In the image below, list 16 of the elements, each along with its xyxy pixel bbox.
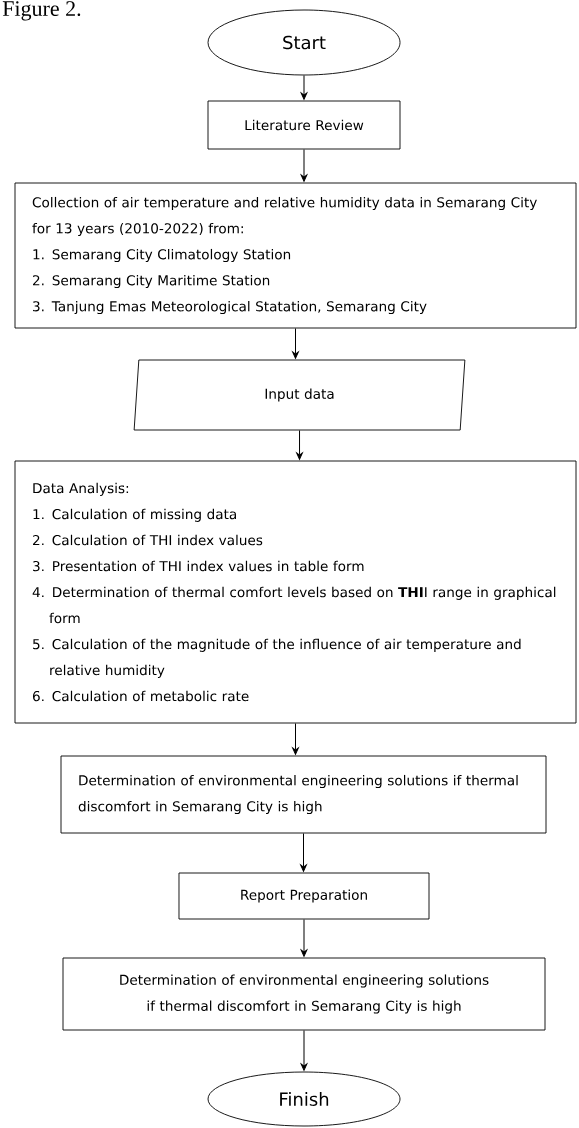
arrow bbox=[300, 148, 308, 182]
process-box: Collection of air temperature and relative humidity data in Semarang City for 13 years (2010-2022) from: 1. Semarang City Climatology Station 2. Semarang City Maritime Station 3. Tanjung Emas Meteorological Statation, Semarang City bbox=[14, 182, 577, 329]
input-parallelogram: Input data bbox=[133, 359, 466, 431]
process-box: Literature Review bbox=[207, 100, 401, 150]
arrow bbox=[300, 1029, 308, 1071]
arrow bbox=[296, 429, 303, 460]
arrow bbox=[300, 74, 308, 100]
process-box: Determination of environmental engineering solutions if thermal discomfort in Semarang City is high bbox=[60, 755, 547, 834]
process-box: Determination of environmental engineering solutions if thermal discomfort in Semarang City is high bbox=[62, 957, 546, 1031]
arrow bbox=[300, 832, 307, 872]
process-box: Data Analysis: 1. Calculation of missing data 2. Calculation of THI index values 3. Presentation of THI index values in table form 4. Determination of thermal comfort levels based on THII range in graphical form 5. Calculation of the magnitude of the influence of air temperature and relative humidity 6. Calculation of metabolic rate bbox=[14, 460, 577, 724]
arrow bbox=[292, 327, 299, 359]
arrow bbox=[292, 722, 299, 755]
process-box: Report Preparation bbox=[178, 872, 430, 920]
figure-label: Figure 2. bbox=[2, 1, 81, 21]
arrow bbox=[300, 918, 308, 957]
